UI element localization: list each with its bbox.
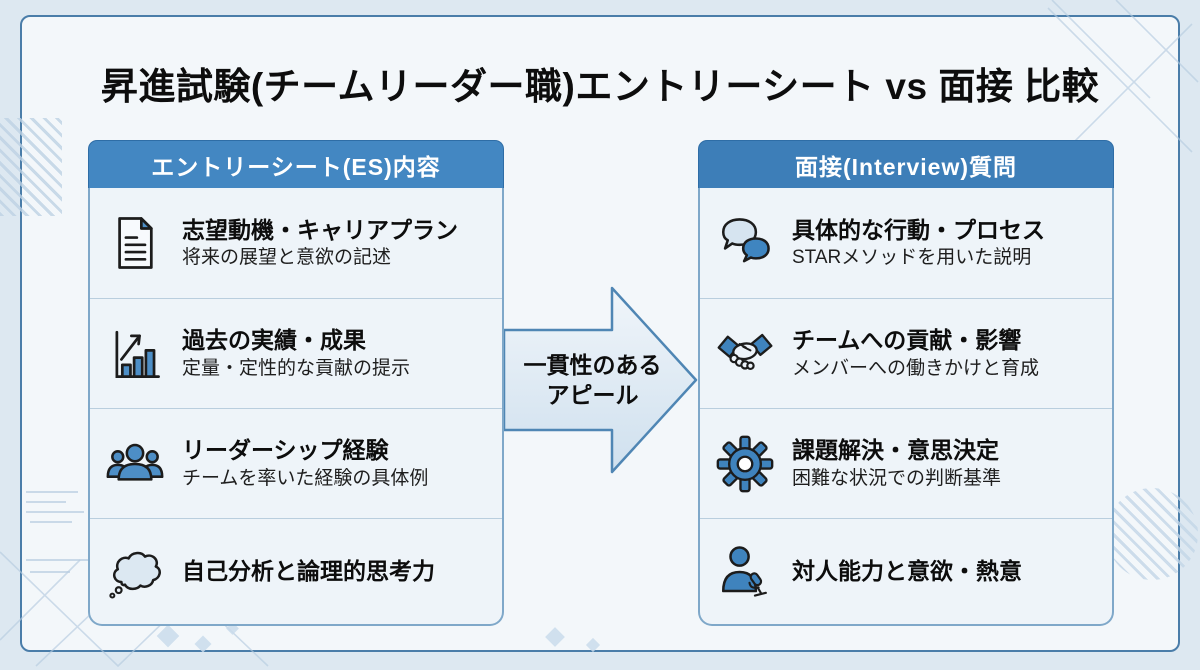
item-title: リーダーシップ経験 bbox=[182, 437, 389, 464]
list-item: 志望動機・キャリアプラン 将来の展望と意欲の記述 bbox=[90, 188, 502, 298]
item-title: 過去の実績・成果 bbox=[182, 327, 366, 354]
arrow-label-line1: 一貫性のある bbox=[523, 352, 662, 378]
item-title: 自己分析と論理的思考力 bbox=[182, 558, 435, 585]
gear-icon bbox=[716, 435, 774, 493]
thought-cloud-icon bbox=[106, 543, 164, 601]
bar-chart-icon bbox=[106, 325, 164, 383]
item-title: 課題解決・意思決定 bbox=[792, 437, 999, 464]
consistency-arrow bbox=[502, 286, 698, 474]
arrow-label: 一貫性のある アピール bbox=[500, 351, 685, 411]
team-icon bbox=[106, 435, 164, 493]
item-title: 対人能力と意欲・熱意 bbox=[792, 558, 1022, 585]
entry-sheet-panel: エントリーシート(ES)内容 志望動機・キャリアプラン 将来の展望と意欲の記述 bbox=[88, 140, 504, 626]
page-title: 昇進試験(チームリーダー職)エントリーシート vs 面接 比較 bbox=[100, 66, 1100, 107]
list-item: リーダーシップ経験 チームを率いた経験の具体例 bbox=[90, 408, 502, 518]
item-title: 具体的な行動・プロセス bbox=[792, 216, 1045, 243]
person-microphone-icon bbox=[716, 543, 774, 601]
entry-sheet-panel-body: 志望動機・キャリアプラン 将来の展望と意欲の記述 bbox=[88, 188, 504, 626]
list-item: 自己分析と論理的思考力 bbox=[90, 518, 502, 624]
item-subtitle: メンバーへの働きかけと育成 bbox=[792, 357, 1040, 379]
entry-sheet-panel-header: エントリーシート(ES)内容 bbox=[88, 140, 504, 188]
stripe-decoration-circle bbox=[1106, 488, 1198, 580]
interview-panel: 面接(Interview)質問 具体的な行動・プロセス STARメソッドを用いた… bbox=[698, 140, 1114, 626]
arrow-label-line2: アピール bbox=[546, 381, 639, 408]
item-subtitle: 定量・定性的な貢献の提示 bbox=[182, 357, 411, 379]
list-item: 対人能力と意欲・熱意 bbox=[700, 518, 1112, 624]
item-subtitle: 将来の展望と意欲の記述 bbox=[182, 247, 392, 269]
item-subtitle: 困難な状況での判断基準 bbox=[792, 467, 1002, 489]
document-icon bbox=[106, 214, 164, 272]
interview-panel-body: 具体的な行動・プロセス STARメソッドを用いた説明 bbox=[698, 188, 1114, 626]
item-title: 志望動機・キャリアプラン bbox=[182, 216, 458, 243]
item-title: チームへの貢献・影響 bbox=[792, 327, 1022, 354]
list-item: 過去の実績・成果 定量・定性的な貢献の提示 bbox=[90, 298, 502, 408]
handshake-icon bbox=[716, 325, 774, 383]
list-item: 課題解決・意思決定 困難な状況での判断基準 bbox=[700, 408, 1112, 518]
stripe-decoration-left bbox=[0, 118, 62, 216]
list-item: チームへの貢献・影響 メンバーへの働きかけと育成 bbox=[700, 298, 1112, 408]
list-item: 具体的な行動・プロセス STARメソッドを用いた説明 bbox=[700, 188, 1112, 298]
item-subtitle: チームを率いた経験の具体例 bbox=[182, 467, 429, 489]
chat-bubbles-icon bbox=[716, 214, 774, 272]
item-subtitle: STARメソッドを用いた説明 bbox=[792, 247, 1032, 269]
interview-panel-header: 面接(Interview)質問 bbox=[698, 140, 1114, 188]
